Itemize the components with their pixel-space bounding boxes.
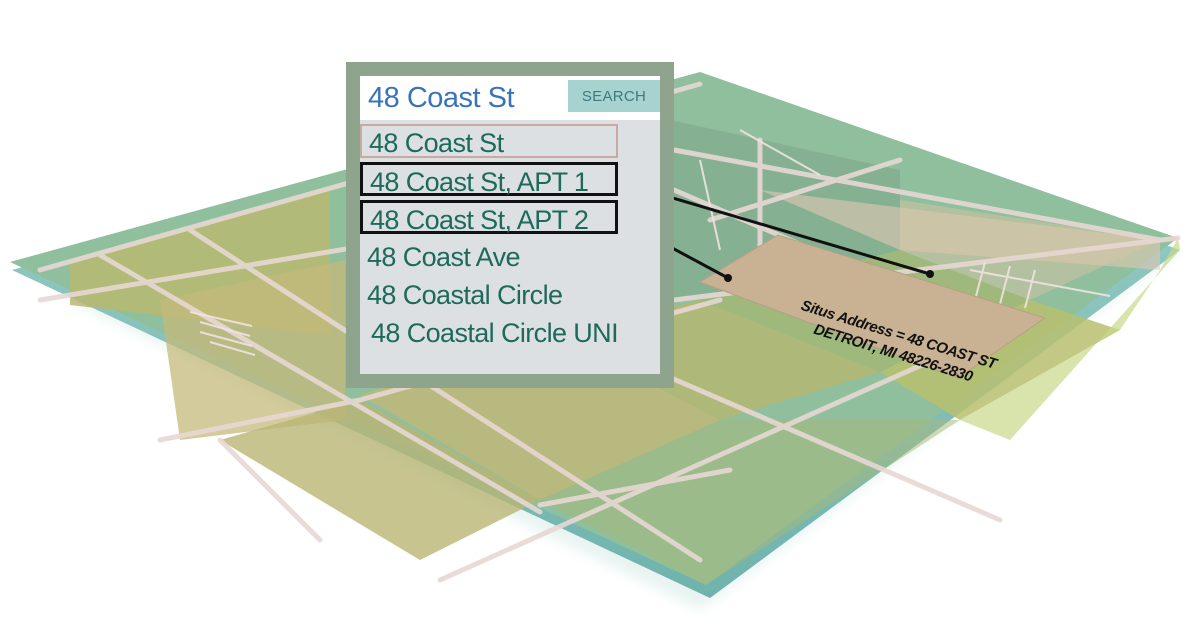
target-parcel[interactable] [698,234,1047,379]
connector-endpoint [724,274,732,282]
address-suggestions: 48 Coast St 48 Coast St, APT 1 48 Coast … [360,120,660,374]
suggestion-item[interactable]: 48 Coast St, APT 2 [360,200,618,235]
suggestion-item[interactable]: 48 Coast Ave [367,242,521,272]
map-minor-roads [189,129,1111,356]
search-input[interactable] [360,76,560,120]
suggestion-item[interactable]: 48 Coast St, APT 1 [360,162,618,197]
suggestion-item[interactable]: 48 Coast St [360,124,618,158]
suggestion-item[interactable]: 48 Coastal Circle [367,280,563,310]
connector-endpoint [926,270,934,278]
search-bar: SEARCH [360,76,660,120]
search-button[interactable]: SEARCH [568,80,660,112]
suggestion-item[interactable]: 48 Coastal Circle UNI [371,318,619,348]
address-search-panel: SEARCH 48 Coast St 48 Coast St, APT 1 48… [346,62,674,388]
map-blocks [70,120,1180,585]
